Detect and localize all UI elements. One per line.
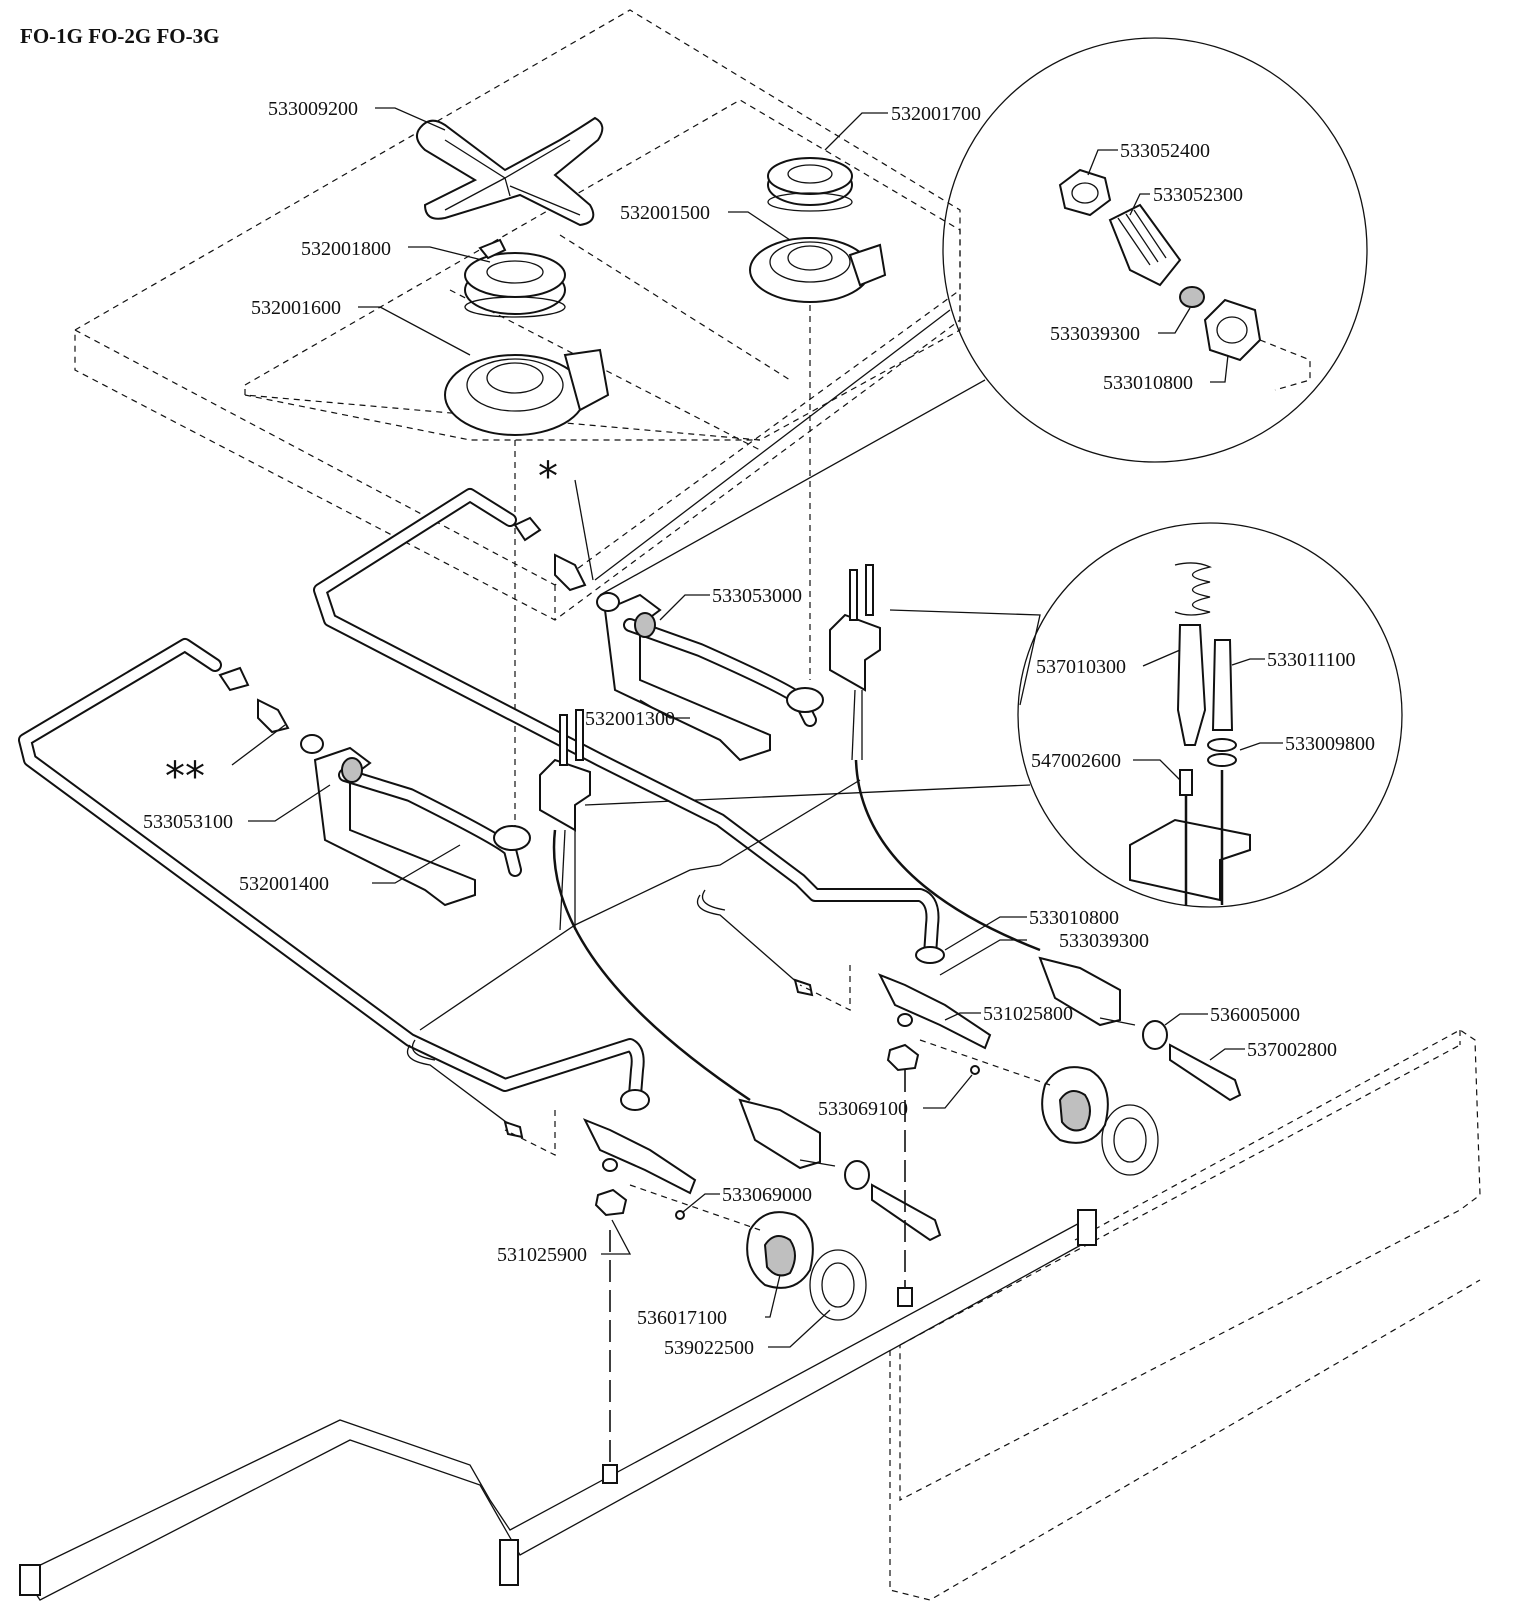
burner-cap-532001500 xyxy=(749,237,887,303)
burner-532001700 xyxy=(767,157,853,212)
label-532001800: 532001800 xyxy=(301,238,391,260)
detail-circle-electrode xyxy=(584,522,1403,908)
label-533069000: 533069000 xyxy=(722,1184,812,1206)
label-533039300: 533039300 xyxy=(1059,930,1149,952)
valve-upper xyxy=(799,946,1242,1176)
valve-lower xyxy=(504,1089,942,1321)
label-531025800: 531025800 xyxy=(983,1003,1073,1025)
gas-tube-lower xyxy=(18,638,645,1102)
gas-manifold-pipe xyxy=(19,1070,1097,1601)
label-532001300: 532001300 xyxy=(585,708,675,730)
cooktop-outline xyxy=(74,9,961,621)
burner-cap-532001600 xyxy=(444,348,610,436)
label-533009200: 533009200 xyxy=(268,98,358,120)
label-533011100: 533011100 xyxy=(1267,649,1356,671)
electrode-bracket-upper xyxy=(829,564,1041,952)
electrode-bracket-lower xyxy=(539,709,751,1102)
label-533010800: 533010800 xyxy=(1029,907,1119,929)
label-533010800-detail: 533010800 xyxy=(1103,372,1193,394)
label-533052400: 533052400 xyxy=(1120,140,1210,162)
grate-part xyxy=(415,116,604,227)
label-537010300: 537010300 xyxy=(1036,656,1126,678)
thermocouple-lines xyxy=(406,779,861,1139)
label-533053100: 533053100 xyxy=(143,811,233,833)
label-532001500: 532001500 xyxy=(620,202,710,224)
label-537002800: 537002800 xyxy=(1247,1039,1337,1061)
label-532001400: 532001400 xyxy=(239,873,329,895)
label-532001600: 532001600 xyxy=(251,297,341,319)
marker-double: ** xyxy=(165,754,205,800)
label-533053000: 533053000 xyxy=(712,585,802,607)
detail-circle-fittings xyxy=(594,37,1368,596)
label-533069100: 533069100 xyxy=(818,1098,908,1120)
label-531025900: 531025900 xyxy=(497,1244,587,1266)
gas-tube-upper xyxy=(313,488,940,962)
marker-single: * xyxy=(538,454,558,500)
label-547002600: 547002600 xyxy=(1031,750,1121,772)
diagram-title: FO-1G FO-2G FO-3G xyxy=(20,24,220,48)
label-533039300-detail: 533039300 xyxy=(1050,323,1140,345)
label-536005000: 536005000 xyxy=(1210,1004,1300,1026)
label-536017100: 536017100 xyxy=(637,1307,727,1329)
label-539022500: 539022500 xyxy=(664,1337,754,1359)
label-532001700: 532001700 xyxy=(891,103,981,125)
leader-lines xyxy=(248,107,1283,1348)
label-533052300: 533052300 xyxy=(1153,184,1243,206)
burner-532001800 xyxy=(464,238,566,318)
label-533009800: 533009800 xyxy=(1285,733,1375,755)
front-panel-outline xyxy=(889,1029,1481,1601)
part-labels: 533009200 532001700 532001800 532001500 … xyxy=(143,98,1375,1359)
